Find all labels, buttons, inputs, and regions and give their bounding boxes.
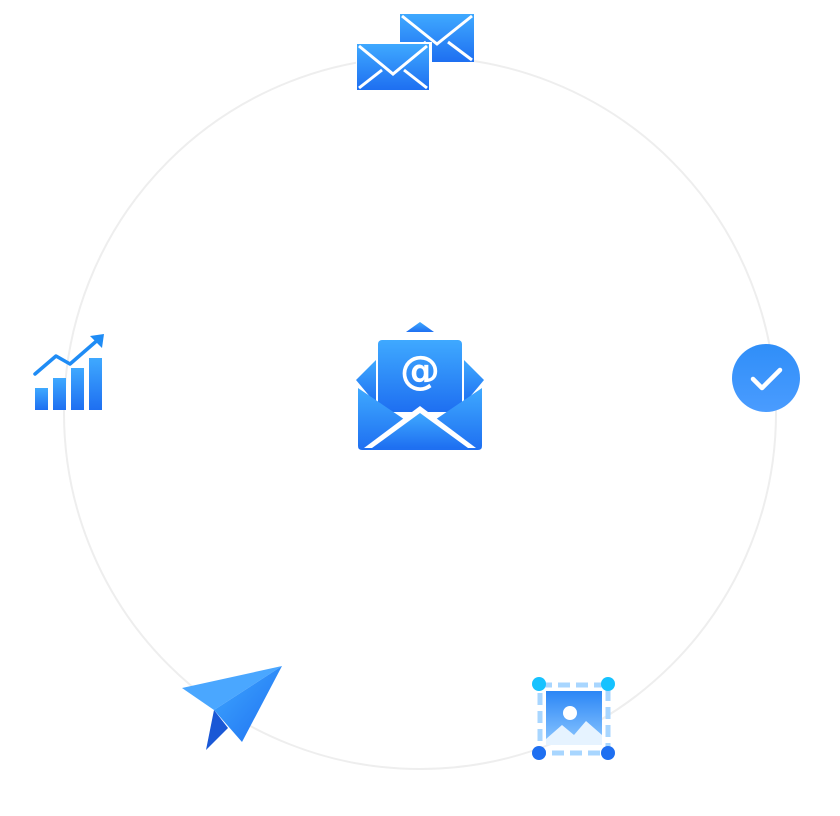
check-circle-icon	[731, 343, 801, 413]
svg-text:@: @	[400, 348, 440, 394]
open-envelope-at-icon: @	[350, 318, 490, 458]
growth-chart-icon	[32, 332, 108, 414]
paper-plane-icon	[180, 662, 286, 752]
image-select-icon	[528, 673, 620, 765]
stacked-envelopes-icon	[354, 12, 478, 94]
